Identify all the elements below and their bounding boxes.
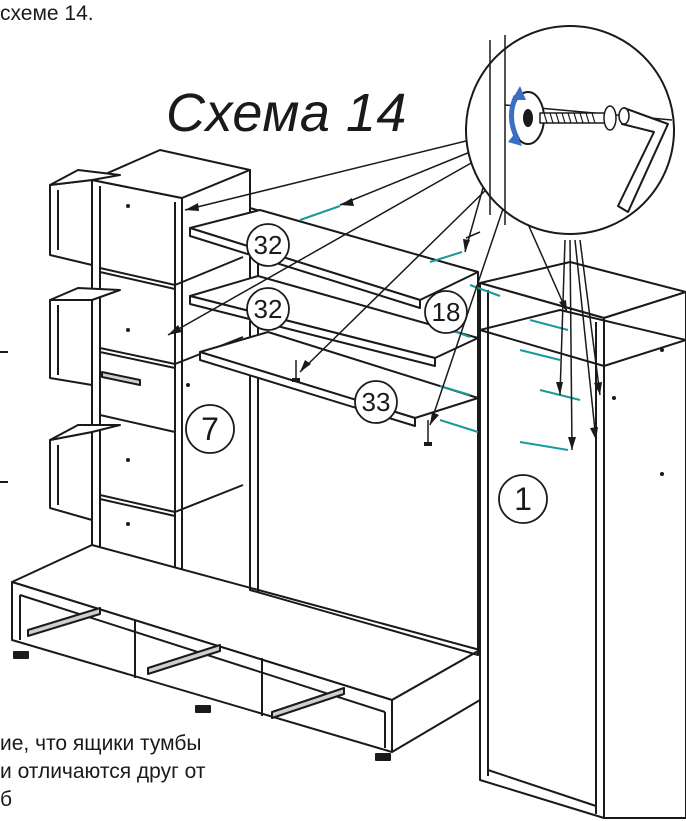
header-text: схеме 14. <box>0 2 94 25</box>
callout-label-part-7: 7 <box>201 411 219 447</box>
note-line-3: б <box>0 788 13 811</box>
leader-arrowheads <box>168 198 602 450</box>
callout-label-shelf-32-middle: 32 <box>254 294 283 324</box>
callout-label-part-1: 1 <box>514 481 532 517</box>
callout-label-shelf-18: 18 <box>432 297 461 327</box>
callout-label-shelf-33: 33 <box>362 387 391 417</box>
screw-icon <box>539 105 617 131</box>
note-line-1: ие, что ящики тумбы <box>0 732 202 755</box>
drawer-runner-icon <box>27 607 101 637</box>
diagram-title: Схема 14 <box>166 83 407 143</box>
tv-stand <box>11 544 481 761</box>
detail-magnifier <box>465 25 675 235</box>
right-cabinet <box>479 261 686 819</box>
left-side-shelves <box>49 169 121 521</box>
drawer-runner-icon <box>271 687 345 719</box>
note-line-2: и отличаются друг от <box>0 760 206 783</box>
drawer-runner-icon <box>101 371 141 386</box>
callout-label-shelf-32-top: 32 <box>254 230 283 260</box>
drawer-runner-icon <box>147 644 221 675</box>
leader-lines <box>167 139 601 451</box>
